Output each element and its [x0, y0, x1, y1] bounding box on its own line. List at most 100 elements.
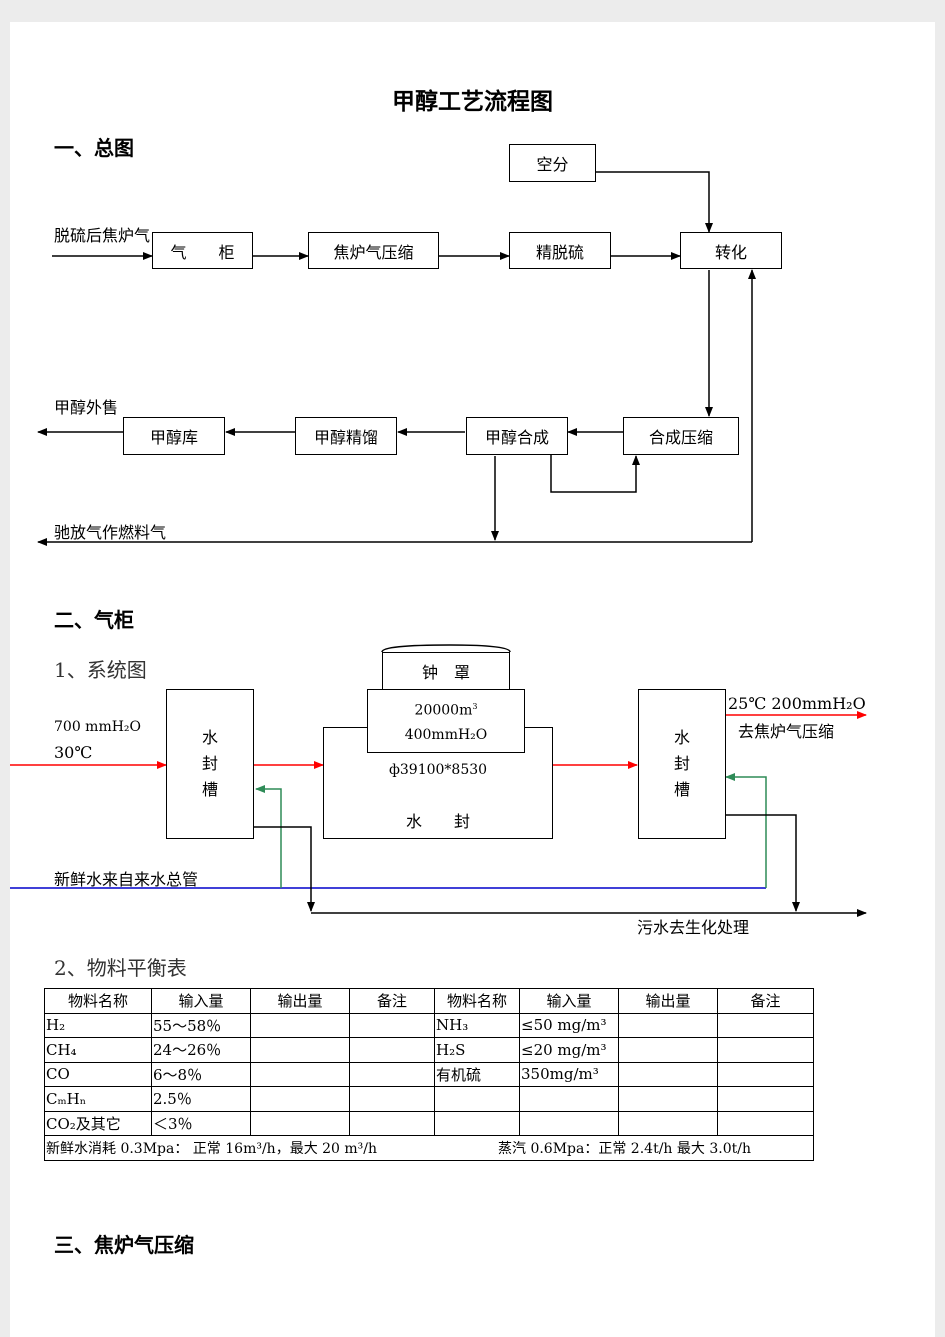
table-cell: H₂ [44, 1012, 152, 1038]
air-separation-box: 空分 [509, 144, 596, 182]
table-cell: ＜3％ [151, 1110, 251, 1136]
table-cell [717, 1086, 814, 1112]
table-cell [250, 1110, 350, 1136]
section-heading-compression: 三、焦炉气压缩 [54, 1233, 194, 1257]
table-cell [717, 1110, 814, 1136]
table-cell: H₂S [434, 1037, 520, 1063]
table-footer-cell: 新鲜水消耗 0.3Mpa： 正常 16m³/h，最大 20 m³/h 蒸汽 0.6… [44, 1135, 814, 1161]
sewage-label: 污水去生化处理 [637, 918, 750, 937]
table-cell: 6～8％ [151, 1061, 251, 1087]
fresh-water-consumption: 新鲜水消耗 0.3Mpa： 正常 16m³/h，最大 20 m³/h [46, 1140, 378, 1157]
arrow-recycle-loop [550, 450, 640, 493]
table-row: CO₂及其它＜3％ [44, 1110, 814, 1136]
outlet-destination-label: 去焦炉气压缩 [738, 722, 835, 741]
table-cell: 2.5％ [151, 1086, 251, 1112]
document-page: 甲醇工艺流程图 一、总图 脱硫后焦炉气 空分 气 柜 焦炉气压缩 精脱硫 转化 … [10, 22, 935, 1337]
table-cell: CₘHₙ [44, 1086, 152, 1112]
water-return-left [255, 785, 282, 888]
seal1-char-2: 封 [201, 754, 218, 773]
bell-dome [381, 644, 511, 653]
bell-cover-box: 钟 罩 [382, 652, 510, 690]
seal2-char-2: 封 [673, 754, 690, 773]
sewage-from-seal1 [254, 826, 315, 912]
table-cell: 有机硫 [434, 1061, 520, 1087]
subheading-system-diagram: 1、系统图 [54, 658, 147, 682]
table-cell [618, 1061, 718, 1087]
table-cell: CO₂及其它 [44, 1110, 152, 1136]
gas-holder-box: 气 柜 [152, 232, 253, 269]
table-cell [250, 1086, 350, 1112]
conversion-box: 转化 [680, 232, 782, 269]
table-cell [250, 1037, 350, 1063]
water-seal-label: 水 封 [405, 812, 470, 831]
table-cell [349, 1012, 435, 1038]
steam-consumption: 蒸汽 0.6Mpa：正常 2.4t/h 最大 3.0t/h [498, 1140, 751, 1157]
table-cell [434, 1086, 520, 1112]
methanol-rectify-box: 甲醇精馏 [295, 417, 397, 455]
seal2-char-3: 槽 [673, 780, 690, 799]
purge-gas-label: 驰放气作燃料气 [54, 523, 167, 542]
table-cell [618, 1037, 718, 1063]
subheading-material-balance: 2、物料平衡表 [54, 956, 187, 980]
header-cell: 物料名称 [44, 988, 152, 1014]
holder-pressure-label: 400mmH₂O [404, 726, 488, 743]
water-seal-tank-2: 水 封 槽 [638, 689, 726, 839]
table-cell [618, 1012, 718, 1038]
table-cell [250, 1012, 350, 1038]
fine-desulfurization-box: 精脱硫 [509, 232, 611, 269]
table-cell [349, 1061, 435, 1087]
table-header-row: 物料名称 输入量 输出量 备注 物料名称 输入量 输出量 备注 [44, 988, 814, 1014]
seal2-char-1: 水 [673, 728, 690, 747]
water-seal-tank-1: 水 封 槽 [166, 689, 254, 839]
table-cell [349, 1086, 435, 1112]
table-cell [519, 1086, 619, 1112]
header-cell: 物料名称 [434, 988, 520, 1014]
table-cell [717, 1012, 814, 1038]
table-cell: NH₃ [434, 1012, 520, 1038]
syngas-compression-box: 合成压缩 [623, 417, 739, 455]
table-cell [434, 1110, 520, 1136]
table-cell [519, 1110, 619, 1136]
gas-compression-box: 焦炉气压缩 [308, 232, 439, 269]
table-cell [349, 1037, 435, 1063]
table-cell: 350mg/m³ [519, 1061, 619, 1087]
inlet-pressure-label: 700 mmH₂O [54, 719, 142, 735]
table-cell [618, 1110, 718, 1136]
table-cell [618, 1086, 718, 1112]
table-cell [250, 1061, 350, 1087]
header-cell: 备注 [717, 988, 814, 1014]
volume-label: 20000m3 [414, 702, 478, 719]
table-footer-row: 新鲜水消耗 0.3Mpa： 正常 16m³/h，最大 20 m³/h 蒸汽 0.6… [44, 1135, 814, 1161]
table-cell: ≤50 mg/m³ [519, 1012, 619, 1038]
holder-dimension-label: ф39100*8530 [388, 762, 488, 778]
table-cell: 24～26％ [151, 1037, 251, 1063]
header-cell: 输出量 [618, 988, 718, 1014]
water-return-right [725, 773, 767, 888]
table-cell [717, 1037, 814, 1063]
header-cell: 输入量 [151, 988, 251, 1014]
flow-lines [10, 171, 867, 917]
table-cell [717, 1061, 814, 1087]
table-cell: CH₄ [44, 1037, 152, 1063]
methanol-synthesis-box: 甲醇合成 [466, 417, 568, 455]
header-cell: 备注 [349, 988, 435, 1014]
table-cell: ≤20 mg/m³ [519, 1037, 619, 1063]
header-cell: 输出量 [250, 988, 350, 1014]
section-heading-overview: 一、总图 [54, 136, 134, 160]
gas-holder-body: 20000m3 400mmH₂O [367, 689, 525, 753]
outlet-condition-label: 25℃ 200mmH₂O [728, 694, 866, 713]
input-label: 脱硫后焦炉气 [54, 226, 151, 245]
table-cell [349, 1110, 435, 1136]
table-cell: 55～58％ [151, 1012, 251, 1038]
fresh-water-label: 新鲜水来自来水总管 [54, 870, 199, 889]
inlet-temp-label: 30℃ [54, 743, 93, 762]
table-cell: CO [44, 1061, 152, 1087]
header-cell: 输入量 [519, 988, 619, 1014]
page-title: 甲醇工艺流程图 [392, 88, 553, 115]
seal1-char-3: 槽 [201, 780, 218, 799]
